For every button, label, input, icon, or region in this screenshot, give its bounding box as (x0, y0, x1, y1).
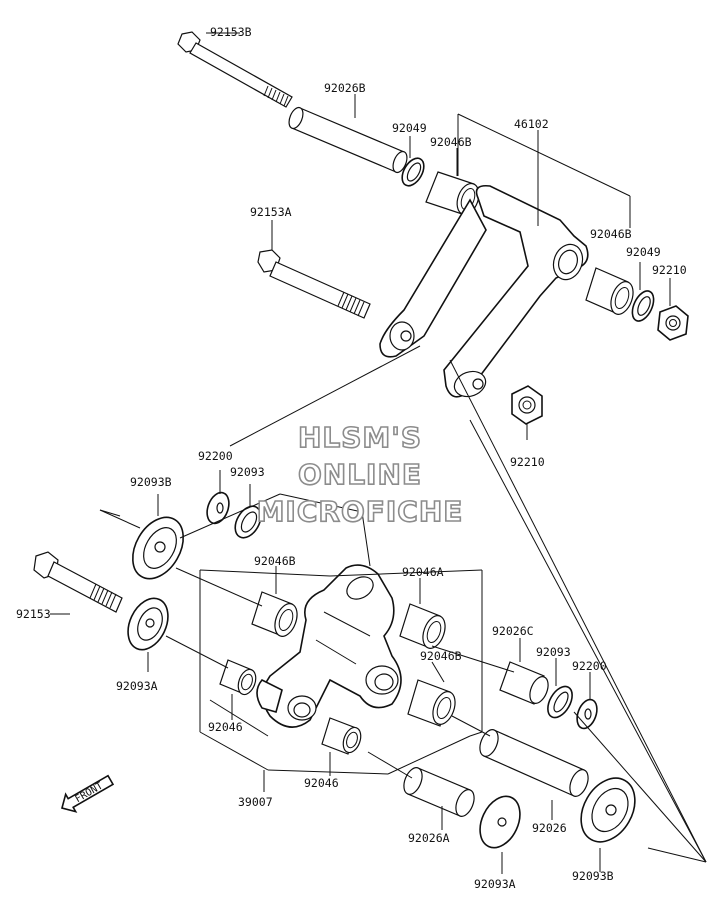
bearing-92046A (399, 603, 446, 649)
label-46102: 46102 (514, 117, 549, 131)
bolt-92153A (257, 249, 371, 319)
seal-92049-right (631, 290, 655, 322)
seal-92093-left (234, 505, 262, 539)
label-92093-left: 92093 (230, 465, 265, 479)
bearing-92046-left (219, 659, 257, 696)
sleeve-92026B (288, 106, 408, 174)
nut-92210-right (657, 305, 689, 341)
cap-92093B-left (131, 516, 185, 580)
label-92153: 92153 (16, 607, 51, 621)
sleeve-92026C (499, 661, 549, 705)
front-arrow: FRONT (61, 774, 115, 813)
label-92200-left: 92200 (198, 449, 233, 463)
label-92093-right: 92093 (536, 645, 571, 659)
bearing-92046B-right (585, 267, 634, 315)
label-92049-right: 92049 (626, 245, 661, 259)
leader-lines (50, 32, 707, 874)
link-rod-46102 (379, 184, 589, 398)
seal-92093-right (547, 685, 573, 719)
label-92093A-left: 92093A (116, 679, 158, 693)
washer-92200-left (206, 491, 230, 525)
bearing-92046-low (321, 717, 362, 755)
seal-92049-top (401, 157, 425, 187)
label-92046B-top: 92046B (430, 135, 472, 149)
bolt-92153B (177, 31, 293, 108)
label-92046B-low: 92046B (420, 649, 462, 663)
bearing-92046B-mid (251, 591, 298, 637)
cap-92093A-left (127, 597, 169, 651)
watermark-line-2: ONLINE (298, 458, 422, 491)
bearing-92046B-low (407, 679, 456, 727)
sleeve-92026A (403, 767, 475, 817)
label-92046-low: 92046 (304, 776, 339, 790)
label-92046B-right: 92046B (590, 227, 632, 241)
label-92026A: 92026A (408, 831, 450, 845)
label-92153B: 92153B (210, 25, 252, 39)
label-92093A-bottom: 92093A (474, 877, 516, 891)
watermark: HLSM'S ONLINE MICROFICHE (256, 420, 464, 529)
bolt-92153 (33, 551, 123, 613)
label-92210-low: 92210 (510, 455, 545, 469)
label-92046-left: 92046 (208, 720, 243, 734)
sleeve-92026 (479, 729, 589, 797)
front-label: FRONT (73, 781, 105, 806)
label-92049-top: 92049 (392, 121, 427, 135)
rocker-arm-39007 (256, 564, 402, 728)
label-92200-right: 92200 (572, 659, 607, 673)
label-92093B-bottom: 92093B (572, 869, 614, 883)
part-labels: 92153B 92026B 92049 92046B 46102 92153A … (16, 25, 687, 891)
label-39007: 39007 (238, 795, 273, 809)
watermark-line-3: MICROFICHE (257, 495, 464, 528)
label-92210-right: 92210 (652, 263, 687, 277)
nut-92210-low (511, 385, 543, 425)
label-92026B: 92026B (324, 81, 366, 95)
label-92046A: 92046A (402, 565, 444, 579)
cap-92093A-bottom (479, 795, 521, 849)
cap-92093B-bottom (580, 777, 636, 843)
label-92046B-mid: 92046B (254, 554, 296, 568)
watermark-line-1: HLSM'S (298, 421, 422, 454)
label-92026: 92026 (532, 821, 567, 835)
label-92093B-left: 92093B (130, 475, 172, 489)
label-92153A: 92153A (250, 205, 292, 219)
label-92026C: 92026C (492, 624, 534, 638)
